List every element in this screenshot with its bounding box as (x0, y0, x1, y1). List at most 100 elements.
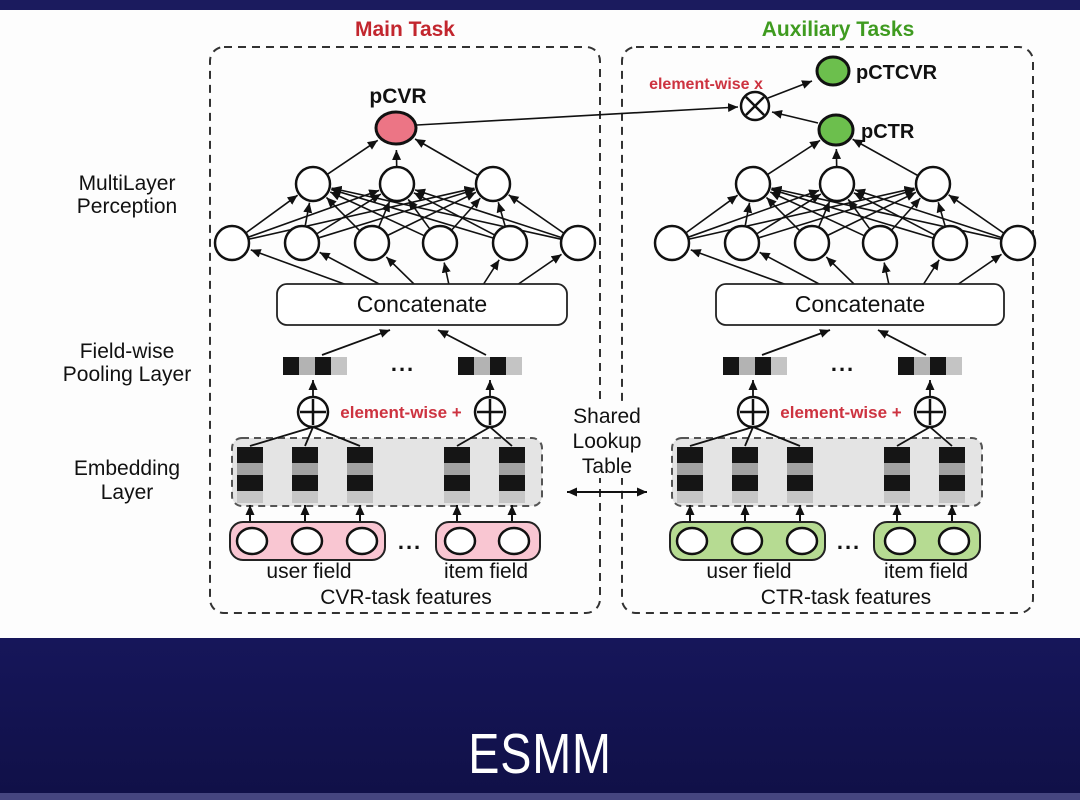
concatenate-label-left: Concatenate (357, 291, 487, 317)
hidden-node (283, 224, 321, 262)
embedding-segment (677, 491, 703, 503)
elementwise-plus-icons (296, 395, 947, 429)
hidden-node (818, 165, 856, 203)
pooling-bar-segment (474, 357, 490, 375)
edge-line (852, 138, 918, 176)
embedding-segment (677, 463, 703, 475)
edge-line (329, 191, 425, 237)
embedding-segment (732, 491, 758, 503)
embedding-label-line1: Embedding (74, 457, 180, 480)
field-circle (675, 526, 709, 556)
embedding-to-plus-line (689, 426, 754, 447)
embedding-segment (499, 447, 525, 463)
edge-line (248, 189, 380, 238)
hidden-node (474, 165, 512, 203)
hidden-node (734, 165, 772, 203)
edge-line (407, 198, 431, 229)
pooling-bar-segment (914, 357, 930, 375)
edge-line (690, 249, 788, 286)
multiply-to-pctcvr-edge (767, 80, 813, 99)
hidden-node (653, 224, 691, 262)
edge-line (936, 202, 946, 226)
edge-line (948, 194, 1004, 234)
hidden-node (378, 165, 416, 203)
embedding-segment (884, 447, 910, 463)
embedding-segment (939, 447, 965, 463)
mlp-label-line2: Perception (77, 195, 177, 218)
field-circle (883, 526, 917, 556)
edge-line (441, 262, 451, 286)
embedding-segment (237, 463, 263, 475)
pooling-bar-segment (315, 357, 331, 375)
edge-line (508, 194, 564, 234)
embedding-to-plus-line (929, 426, 953, 447)
pooling-bar-segment (771, 357, 787, 375)
ctr-task-features-label: CTR-task features (761, 586, 931, 609)
mlp-edges-right (686, 138, 1004, 286)
embedding-segment (787, 475, 813, 491)
embedding-segment (732, 475, 758, 491)
edge-line (319, 251, 382, 286)
embedding-label-line2: Layer (101, 481, 154, 504)
pctcvr-label: pCTCVR (856, 62, 938, 84)
edge-line (922, 259, 940, 286)
elementwise-plus-label-left: element-wise + (340, 403, 461, 422)
embedding-segment (787, 447, 813, 463)
field-circle (785, 526, 819, 556)
embedding-segment (939, 463, 965, 475)
shared-lookup-mask (556, 402, 658, 478)
edge-line (246, 194, 299, 234)
auxiliary-tasks-panel (621, 46, 1034, 614)
hidden-node (999, 224, 1037, 262)
pooling-bars (283, 357, 962, 375)
pooling-ellipsis-left: ... (391, 351, 415, 376)
shared-lookup-label: Shared Lookup Table (573, 405, 642, 478)
mlp-label-line1: MultiLayer (79, 172, 176, 195)
shared-lookup-line1: Shared (573, 405, 641, 428)
edge-line (330, 188, 493, 239)
embedding-segment (347, 463, 373, 475)
edge-line (770, 188, 933, 239)
user-field-label-left: user field (266, 560, 351, 583)
fields-ellipsis-left: ... (398, 529, 422, 554)
embedding-segment (444, 463, 470, 475)
auxiliary-tasks-title: Auxiliary Tasks (762, 18, 915, 41)
shared-lookup-line3: Table (582, 455, 632, 478)
edge-line (956, 253, 1002, 286)
hidden-node (861, 224, 899, 262)
concatenate-label-right: Concatenate (795, 291, 925, 317)
edge-line (847, 198, 871, 229)
fields-ellipsis-right: ... (837, 529, 861, 554)
embedding-to-plus-line (249, 426, 314, 447)
pcvr-to-multiply-edge (416, 103, 739, 126)
edge-line (767, 139, 821, 175)
edge-line (688, 189, 820, 238)
bottom-title-band: ESMM (0, 638, 1080, 800)
embedding-to-plus-line (896, 426, 931, 447)
embedding-to-plus-lines (249, 426, 953, 447)
item-field-label-right: item field (884, 560, 968, 583)
main-task-panel (209, 46, 601, 614)
embedding-segment (677, 447, 703, 463)
hidden-node (559, 224, 597, 262)
edge-line (387, 191, 477, 236)
pooling-bar-segment (490, 357, 506, 375)
embedding-segment (732, 463, 758, 475)
edge-line (482, 259, 500, 286)
embedding-segment (732, 447, 758, 463)
edge-line (765, 196, 800, 231)
field-circle (937, 526, 971, 556)
embedding-segment (292, 463, 318, 475)
edge-line (686, 194, 739, 234)
hidden-node (353, 224, 391, 262)
pctr-node (817, 113, 855, 147)
field-labels: user field item field user field item fi… (266, 560, 968, 609)
embedding-segment (884, 475, 910, 491)
edge-line (325, 196, 360, 231)
pooling-bar-segment (458, 357, 474, 375)
hidden-node (491, 224, 529, 262)
embedding-segment (444, 447, 470, 463)
embedding-to-plus-line (456, 426, 491, 447)
edge-line (825, 256, 856, 286)
embedding-segment (237, 475, 263, 491)
